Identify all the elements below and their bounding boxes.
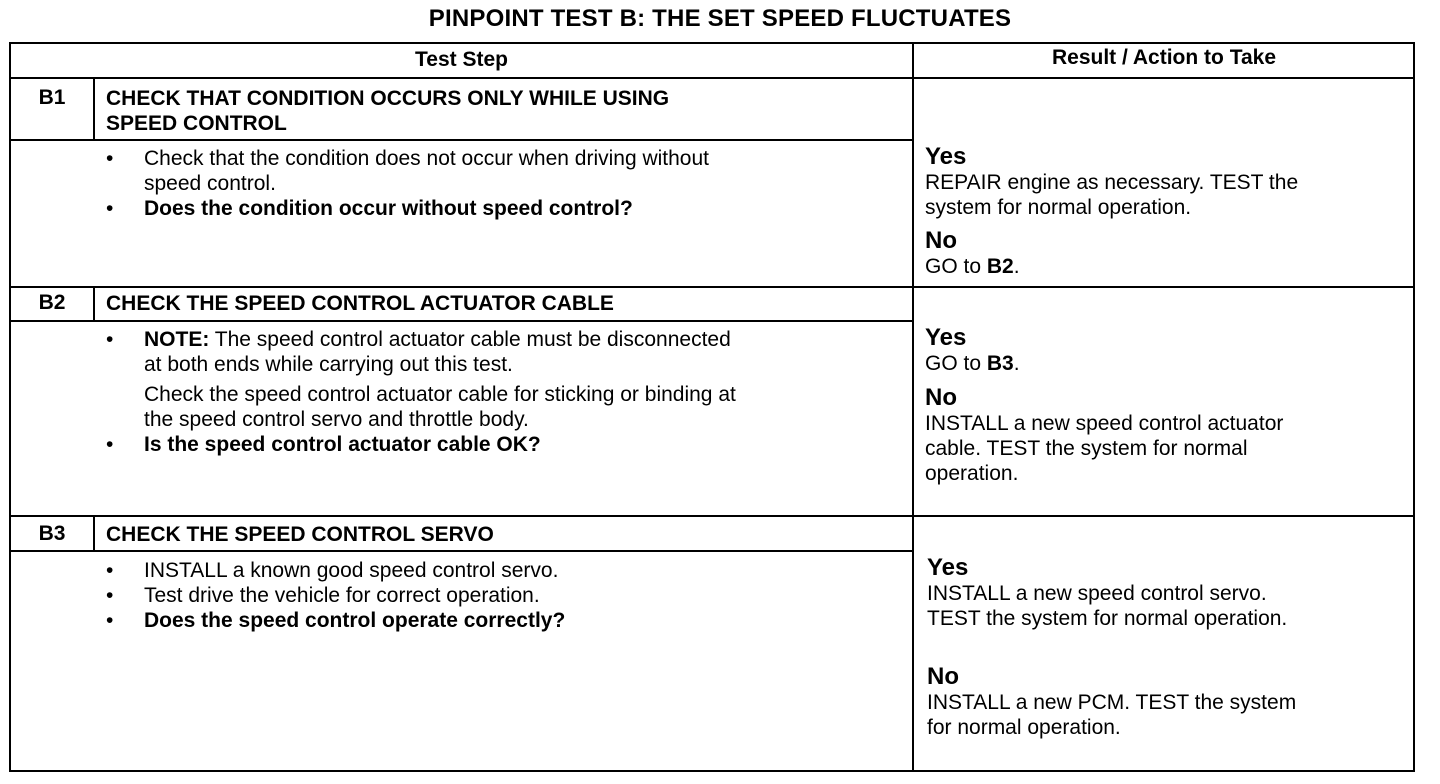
result-no: No INSTALL a new speed control actuator … [925, 384, 1284, 486]
b1-code-divider [93, 77, 95, 140]
step-instruction: Check the speed control actuator cable f… [144, 383, 736, 431]
result-yes: Yes REPAIR engine as necessary. TEST the… [925, 143, 1299, 220]
b2-row-divider [9, 515, 1415, 517]
step-instruction: INSTALL a known good speed control servo… [144, 559, 559, 582]
bullet-icon: • [106, 433, 114, 456]
page-title: PINPOINT TEST B: THE SET SPEED FLUCTUATE… [428, 5, 1012, 32]
header-result: Result / Action to Take [1051, 46, 1277, 69]
result-no: No INSTALL a new PCM. TEST the system fo… [927, 663, 1297, 740]
step-title: CHECK THE SPEED CONTROL SERVO [106, 523, 494, 546]
header-test-step: Test Step [415, 48, 508, 71]
bullet-icon: • [106, 328, 114, 351]
pinpoint-test-table [9, 42, 1415, 772]
header-divider [9, 77, 1415, 79]
step-instruction: Check that the condition does not occur … [144, 147, 710, 195]
bullet-icon: • [106, 197, 114, 220]
bullet-icon: • [106, 147, 114, 170]
step-question: Does the condition occur without speed c… [144, 197, 633, 220]
result-yes: Yes GO to B3. [925, 324, 1020, 376]
step-code: B2 [38, 291, 66, 314]
b1-title-divider [9, 139, 913, 141]
step-instruction: Test drive the vehicle for correct opera… [144, 584, 540, 607]
step-title: CHECK THE SPEED CONTROL ACTUATOR CABLE [106, 292, 614, 315]
step-reference: B3 [986, 352, 1014, 375]
b2-code-divider [93, 286, 95, 321]
b3-code-divider [93, 515, 95, 551]
b2-title-divider [9, 320, 913, 322]
step-question: Does the speed control operate correctly… [144, 609, 566, 632]
bullet-icon: • [106, 584, 114, 607]
b3-title-divider [9, 550, 913, 552]
result-no: No GO to B2. [925, 227, 1020, 279]
result-yes: Yes INSTALL a new speed control servo. T… [927, 554, 1288, 631]
step-reference: B2 [986, 255, 1014, 278]
step-code: B3 [38, 522, 66, 545]
b1-row-divider [9, 286, 1415, 288]
step-question: Is the speed control actuator cable OK? [144, 433, 541, 456]
step-code: B1 [38, 86, 66, 109]
bullet-icon: • [106, 609, 114, 632]
bullet-icon: • [106, 559, 114, 582]
column-divider [912, 42, 914, 772]
step-note: NOTE: The speed control actuator cable m… [144, 328, 731, 376]
step-title: CHECK THAT CONDITION OCCURS ONLY WHILE U… [106, 87, 670, 135]
